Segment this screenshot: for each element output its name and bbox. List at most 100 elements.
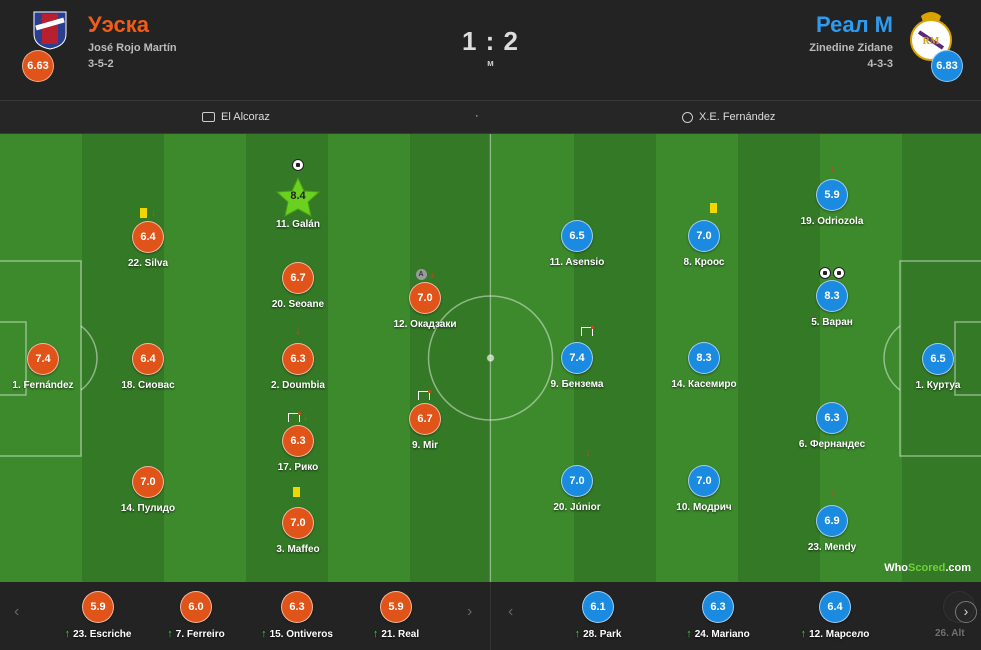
chevron-left-icon[interactable]: ‹ [14, 603, 20, 620]
player-name: 14. Касемиро [671, 379, 737, 390]
player-rating: 6.4 [132, 221, 164, 253]
away-manager: Zinedine Zidane [809, 42, 893, 54]
player-name: 23. Escriche [73, 629, 132, 640]
player-name: 26. Alt [935, 628, 965, 639]
bench-home-ontiveros[interactable]: 6.3 ↑15. Ontiveros [247, 591, 347, 640]
player-rating: 5.9 [82, 591, 114, 623]
player-rating: 6.9 [816, 505, 848, 537]
player-rating: 6.4 [819, 591, 851, 623]
whoscored-logo-who: Who [884, 562, 909, 574]
bench-home-ferreiro[interactable]: 6.0 ↑7. Ferreiro [146, 591, 246, 640]
player-name: 1. Куртуа [915, 380, 961, 391]
player-home-gk[interactable]: 7.4 1. Fernández [0, 343, 93, 391]
woodwork-icon [288, 411, 301, 422]
player-name: 12. Марсело [809, 629, 870, 640]
home-formation: 3-5-2 [88, 58, 114, 70]
player-name: 19. Odriozola [800, 216, 864, 227]
player-name: 22. Silva [127, 258, 169, 269]
chevron-right-icon[interactable]: › [467, 603, 473, 620]
player-away-casemiro[interactable]: 8.3 14. Касемиро [654, 342, 754, 390]
player-home-galan[interactable]: 8.4 11. Galán [248, 159, 348, 230]
venue: El Alcoraz [202, 111, 270, 123]
away-formation: 4-3-3 [867, 58, 893, 70]
player-rating: 8.4 [290, 190, 306, 202]
sub-on-icon: ↑ [167, 628, 173, 640]
bench-home-real[interactable]: 5.9 ↑21. Real [346, 591, 446, 640]
player-away-kroos[interactable]: 7.0 8. Кроос [654, 203, 754, 268]
player-name: 20. Júnior [553, 502, 601, 513]
player-name: 21. Real [381, 629, 420, 640]
player-away-junior[interactable]: ↓ 7.0 20. Júnior [527, 448, 627, 513]
player-home-silva[interactable]: ↓ 6.4 22. Silva [98, 208, 198, 269]
woodwork-icon [580, 325, 594, 336]
player-name: 9. Бензема [550, 379, 604, 390]
whistle-icon [682, 111, 693, 123]
player-name: 17. Рико [277, 462, 319, 473]
yellow-card-icon [709, 203, 717, 214]
player-rating: 6.3 [702, 591, 734, 623]
player-name: 8. Кроос [683, 257, 725, 268]
player-name: 15. Ontiveros [269, 629, 333, 640]
bench-away-park[interactable]: 6.1 ↑28. Park [548, 591, 648, 640]
player-away-mendy[interactable]: ↓ 6.9 23. Mendy [782, 488, 882, 553]
player-home-mir[interactable]: 6.7 9. Mir [375, 389, 475, 451]
player-away-benzema[interactable]: 7.4 9. Бензема [527, 325, 627, 390]
player-name: 11. Galán [276, 219, 320, 230]
player-rating: 6.7 [409, 403, 441, 435]
home-team-rating: 6.63 [22, 50, 54, 82]
sub-off-icon: ↓ [303, 412, 308, 423]
player-home-okazaki[interactable]: A↓ 7.0 12. Окадзаки [375, 269, 475, 330]
sub-off-icon: ↓ [295, 326, 301, 337]
sub-off-icon: ↓ [429, 269, 435, 281]
goal-ball-icon [833, 267, 846, 279]
player-rating: 6.5 [922, 343, 954, 375]
player-away-fernandes[interactable]: 6.3 6. Фернандес [782, 402, 882, 450]
player-home-doumbia[interactable]: ↓ 6.3 2. Doumbia [248, 326, 348, 391]
player-home-siovas[interactable]: 6.4 18. Сиовас [98, 343, 198, 391]
player-home-pulido[interactable]: 7.0 14. Пулидо [98, 466, 198, 514]
player-rating: 6.3 [281, 591, 313, 623]
player-name: 18. Сиовас [121, 380, 175, 391]
player-rating: 8.3 [816, 280, 848, 312]
sub-on-icon: ↑ [800, 628, 807, 640]
separator-dot: · [475, 110, 479, 122]
player-rating: 7.0 [409, 282, 441, 314]
player-home-maffeo[interactable]: 7.0 3. Maffeo [248, 487, 348, 555]
player-home-seoane[interactable]: 6.7 20. Seoane [248, 262, 348, 310]
player-rating: 7.4 [561, 342, 593, 374]
player-away-gk[interactable]: 6.5 1. Куртуа [888, 343, 981, 391]
home-team-name[interactable]: Уэска [88, 12, 150, 37]
yellow-card-icon [140, 208, 147, 219]
svg-text:RM: RM [923, 36, 940, 47]
player-name: 20. Seoane [271, 299, 325, 310]
goal-ball-icon [818, 267, 831, 279]
player-away-varane[interactable]: 8.3 5. Варан [782, 267, 882, 328]
player-home-rico[interactable]: ↓ 6.3 17. Рико [248, 411, 348, 473]
player-name: 6. Фернандес [798, 439, 866, 450]
chevron-left-icon[interactable]: ‹ [508, 603, 514, 620]
whoscored-logo: WhoScored.com [884, 562, 971, 574]
player-rating: 6.0 [180, 591, 212, 623]
player-away-modric[interactable]: 7.0 10. Модрич [654, 465, 754, 513]
whoscored-logo-scored: Scored [908, 562, 946, 574]
sub-on-icon: ↑ [372, 628, 379, 640]
player-away-odriozola[interactable]: ↓ 5.9 19. Odriozola [782, 163, 882, 227]
player-rating: 6.4 [132, 343, 164, 375]
bench-away-mariano[interactable]: 6.3 ↑24. Mariano [668, 591, 768, 640]
player-away-asensio[interactable]: 6.5 11. Asensio [527, 220, 627, 268]
captain-badge: A [415, 269, 427, 280]
player-rating: 8.3 [688, 342, 720, 374]
player-rating: 7.0 [282, 507, 314, 539]
match-status: м [487, 58, 494, 68]
venue-name: El Alcoraz [221, 111, 270, 123]
bench-away-marcelo[interactable]: 6.4 ↑12. Марсело [785, 591, 885, 640]
sub-off-icon: ↓ [829, 488, 835, 499]
sub-off-icon: ↓ [585, 448, 591, 459]
player-rating: 6.3 [816, 402, 848, 434]
player-name: 12. Окадзаки [393, 319, 457, 330]
away-team-name[interactable]: Реал М [815, 12, 893, 37]
chevron-right-icon[interactable]: › [955, 601, 977, 623]
player-name: 10. Модрич [676, 502, 732, 513]
bench-home-escriche[interactable]: 5.9 ↑23. Escriche [48, 591, 148, 640]
sub-on-icon: ↑ [686, 628, 692, 640]
